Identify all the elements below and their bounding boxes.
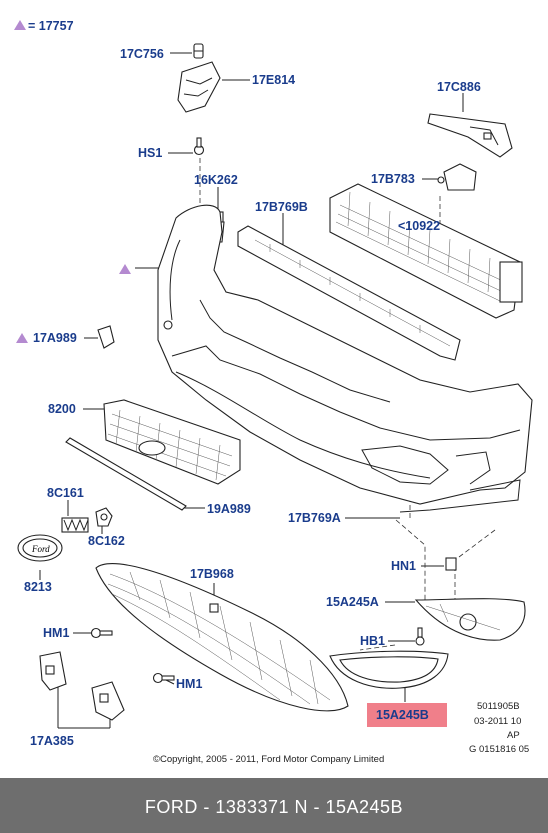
label-17B769B[interactable]: 17B769B xyxy=(255,200,308,214)
ref-code-3: AP xyxy=(507,730,520,741)
bumper-reinforcement xyxy=(329,183,523,319)
bumper-cover xyxy=(157,204,533,513)
label-17A385[interactable]: 17A385 xyxy=(30,734,74,748)
insert-15A245B xyxy=(329,650,449,689)
label-17B769A[interactable]: 17B769A xyxy=(288,511,341,525)
label-17E814[interactable]: 17E814 xyxy=(252,73,296,87)
spring-8C161 xyxy=(61,517,89,533)
bracket-17A385-right xyxy=(91,681,125,721)
marker-triangle-icon xyxy=(119,264,131,274)
bumper-exploded-view: Ford xyxy=(17,43,533,729)
label-15A245B[interactable]: 15A245B xyxy=(376,708,429,722)
copyright: ©Copyright, 2005 - 2011, Ford Motor Comp… xyxy=(153,754,385,765)
label-8C162[interactable]: 8C162 xyxy=(88,534,125,548)
label-HN1[interactable]: HN1 xyxy=(391,559,417,573)
bracket-17C886 xyxy=(427,113,513,158)
screw-HM1-lower xyxy=(152,672,175,684)
label-17C886[interactable]: 17C886 xyxy=(437,80,481,94)
label-17A989[interactable]: 17A989 xyxy=(33,331,77,345)
marker-triangle-icon xyxy=(16,333,28,343)
legend-17757: = 17757 xyxy=(28,19,74,33)
label-8C161[interactable]: 8C161 xyxy=(47,486,84,500)
label-19A989[interactable]: 19A989 xyxy=(207,502,251,516)
highlight-15A245B xyxy=(367,703,447,727)
label-HM1-upper[interactable]: HM1 xyxy=(43,626,70,640)
footer-part-number: FORD - 1383371 N - 15A245B xyxy=(144,797,404,817)
label-HM1-lower[interactable]: HM1 xyxy=(176,677,203,691)
nut-8C162 xyxy=(95,507,113,527)
label-17B968[interactable]: 17B968 xyxy=(190,567,234,581)
energy-absorber-upper xyxy=(237,225,461,361)
bracket-17B783 xyxy=(437,163,477,191)
upper-grille-8200 xyxy=(103,399,241,485)
label-8213[interactable]: 8213 xyxy=(24,580,52,594)
fog-lamp-bezel-15A245A xyxy=(414,557,526,641)
lower-grille-17B968 xyxy=(95,563,349,712)
bracket-17A385-left xyxy=(39,651,67,691)
screw-HS1 xyxy=(193,137,205,156)
label-HB1[interactable]: HB1 xyxy=(360,634,386,648)
emblem-8213: Ford xyxy=(17,534,63,562)
label-17C756[interactable]: 17C756 xyxy=(120,47,164,61)
trim-strip-19A989 xyxy=(65,437,187,511)
label-16K262[interactable]: 16K262 xyxy=(194,173,238,187)
label-10922[interactable]: <10922 xyxy=(398,219,441,233)
marker-triangle-icon xyxy=(14,20,26,30)
label-8200[interactable]: 8200 xyxy=(48,402,76,416)
label-17B783[interactable]: 17B783 xyxy=(371,172,415,186)
label-15A245A[interactable]: 15A245A xyxy=(326,595,379,609)
parts-diagram: Ford xyxy=(17,43,533,729)
screw-HM1-upper xyxy=(90,627,113,639)
bracket-17E814 xyxy=(177,61,221,113)
clip-17A989 xyxy=(97,325,115,349)
footer-bar xyxy=(0,778,548,833)
bolt-HB1 xyxy=(415,627,425,646)
label-HS1[interactable]: HS1 xyxy=(138,146,163,160)
ref-code-2: 03-2011 10 xyxy=(474,716,522,727)
clip-17C756 xyxy=(193,43,204,59)
ref-code-4: G 0151816 05 xyxy=(469,744,530,755)
svg-text:Ford: Ford xyxy=(31,544,50,554)
ref-code-1: 5011905B xyxy=(477,701,520,712)
